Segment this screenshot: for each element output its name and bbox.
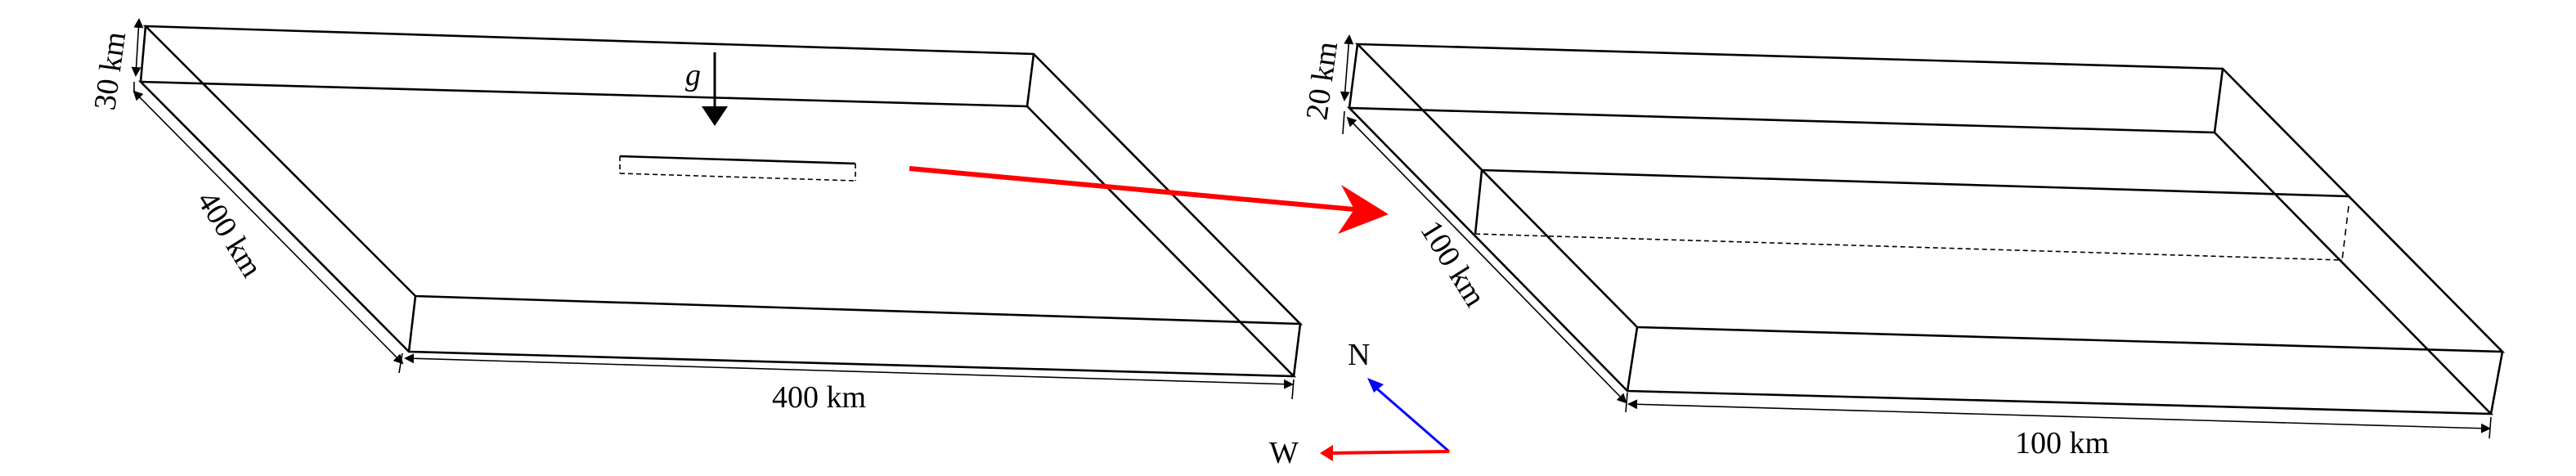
right-length-label: 100 km — [1413, 215, 1492, 313]
west-label: W — [1269, 436, 1299, 470]
gravity-label: g — [685, 58, 701, 92]
compass — [1320, 378, 1450, 461]
north-arrow — [1373, 384, 1450, 453]
right-length-dimension — [1342, 110, 1627, 404]
west-arrow — [1331, 450, 1450, 455]
right-width-dimension — [1625, 392, 2492, 439]
left-width-dimension — [398, 353, 1295, 400]
gravity-arrow — [702, 52, 728, 126]
left-width-label: 400 km — [772, 380, 866, 415]
left-depth-label: 30 km — [88, 29, 132, 112]
right-width-label: 100 km — [2015, 426, 2109, 460]
left-model-box — [137, 25, 1304, 378]
left-depth-dimension — [131, 18, 144, 92]
right-depth-dimension — [1340, 34, 1354, 101]
right-depth-label: 20 km — [1299, 39, 1344, 122]
subregion-outline — [619, 155, 856, 182]
right-model-box — [1346, 43, 2506, 415]
left-length-dimension — [132, 90, 404, 365]
zoom-arrow — [909, 166, 1389, 234]
north-label: N — [1348, 338, 1370, 372]
right-inner-plane — [1474, 168, 2349, 261]
